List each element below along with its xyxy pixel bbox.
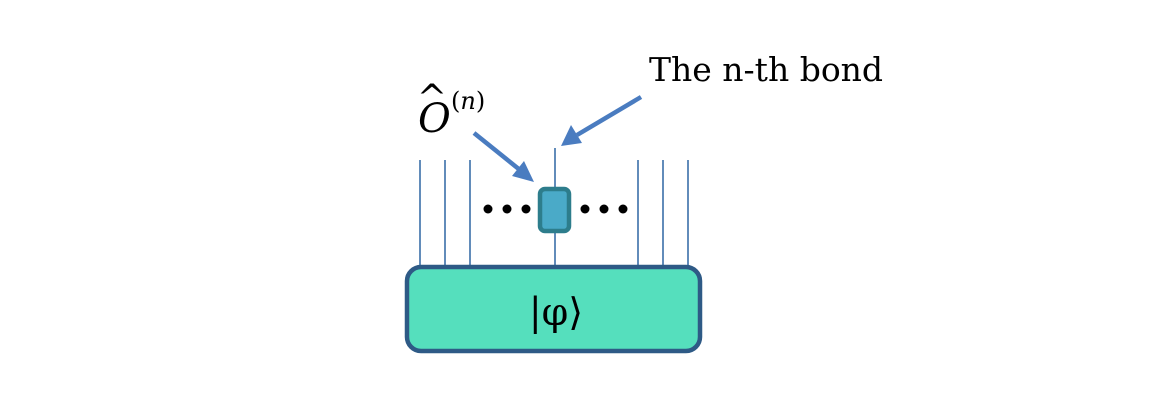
left-ellipsis xyxy=(483,204,531,214)
operator-hat: ^ xyxy=(417,78,447,119)
operator-superscript: (n) xyxy=(451,87,485,115)
ellipsis-dot xyxy=(502,204,512,214)
ellipsis-dot xyxy=(580,204,590,214)
bond-label: The n-th bond xyxy=(649,50,883,89)
operator-arrow-shaft xyxy=(472,131,522,172)
bond-arrow-head xyxy=(561,125,582,146)
superscript-open: ( xyxy=(451,87,460,115)
bond-arrow xyxy=(561,95,643,146)
ellipsis-dot xyxy=(599,204,609,214)
operator-tensor xyxy=(537,186,572,234)
right-ellipsis xyxy=(580,204,628,214)
operator-arrow-head xyxy=(512,161,534,182)
ellipsis-dot xyxy=(521,204,531,214)
left-bond-lines xyxy=(419,160,471,268)
ellipsis-dot xyxy=(483,204,493,214)
superscript-index: n xyxy=(460,87,475,115)
state-tensor xyxy=(404,264,703,354)
state-label: |φ⟩ xyxy=(529,290,583,334)
operator-symbol: O xyxy=(418,96,451,142)
operator-arrow xyxy=(472,131,534,182)
bond-arrow-shaft xyxy=(575,95,643,137)
operator-label: ^ O (n) xyxy=(417,78,485,142)
superscript-close: ) xyxy=(476,87,485,115)
right-bond-lines xyxy=(637,160,689,268)
ellipsis-dot xyxy=(618,204,628,214)
